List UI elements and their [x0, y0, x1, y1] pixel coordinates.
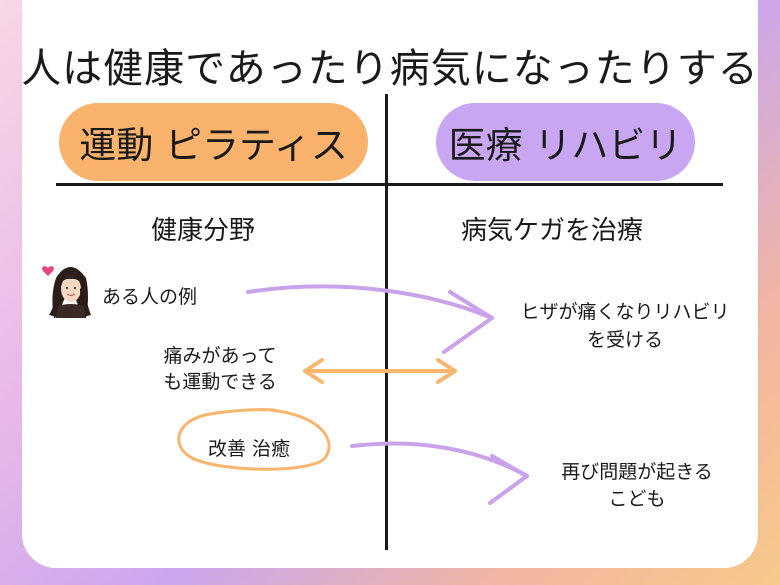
category-medical-label: 医療 リハビリ: [448, 124, 683, 167]
heart-icon: [42, 266, 54, 276]
label-person-example: ある人の例: [102, 286, 198, 308]
arrow-to-rehab: [246, 284, 494, 354]
category-medical-pill: 医療 リハビリ: [436, 103, 695, 181]
arrow-to-recurrence: [350, 441, 529, 505]
label-pain-line2: も運動できる: [163, 371, 277, 393]
double-arrow: [303, 358, 457, 384]
category-exercise-pill: 運動 ピラティス: [59, 103, 368, 181]
category-exercise-label: 運動 ピラティス: [79, 124, 348, 167]
card-background: [22, 0, 758, 568]
right-column-heading: 病気ケガを治療: [461, 216, 644, 246]
highlight-circle: [177, 408, 331, 471]
label-knee-line1: ヒザが痛くなりリハビリ: [520, 301, 730, 323]
avatar: [42, 266, 91, 318]
label-knee-line2: を受ける: [586, 329, 663, 351]
vertical-divider: [385, 94, 388, 550]
label-improve: 改善 治癒: [208, 438, 291, 460]
page-title: 人は健康であったり病気になったりする: [21, 46, 759, 92]
label-pain-line1: 痛みがあって: [163, 345, 277, 367]
horizontal-divider: [56, 183, 723, 186]
left-column-heading: 健康分野: [151, 216, 256, 246]
label-again-line2: こども: [608, 488, 666, 510]
label-again-line1: 再び問題が起きる: [561, 461, 713, 483]
